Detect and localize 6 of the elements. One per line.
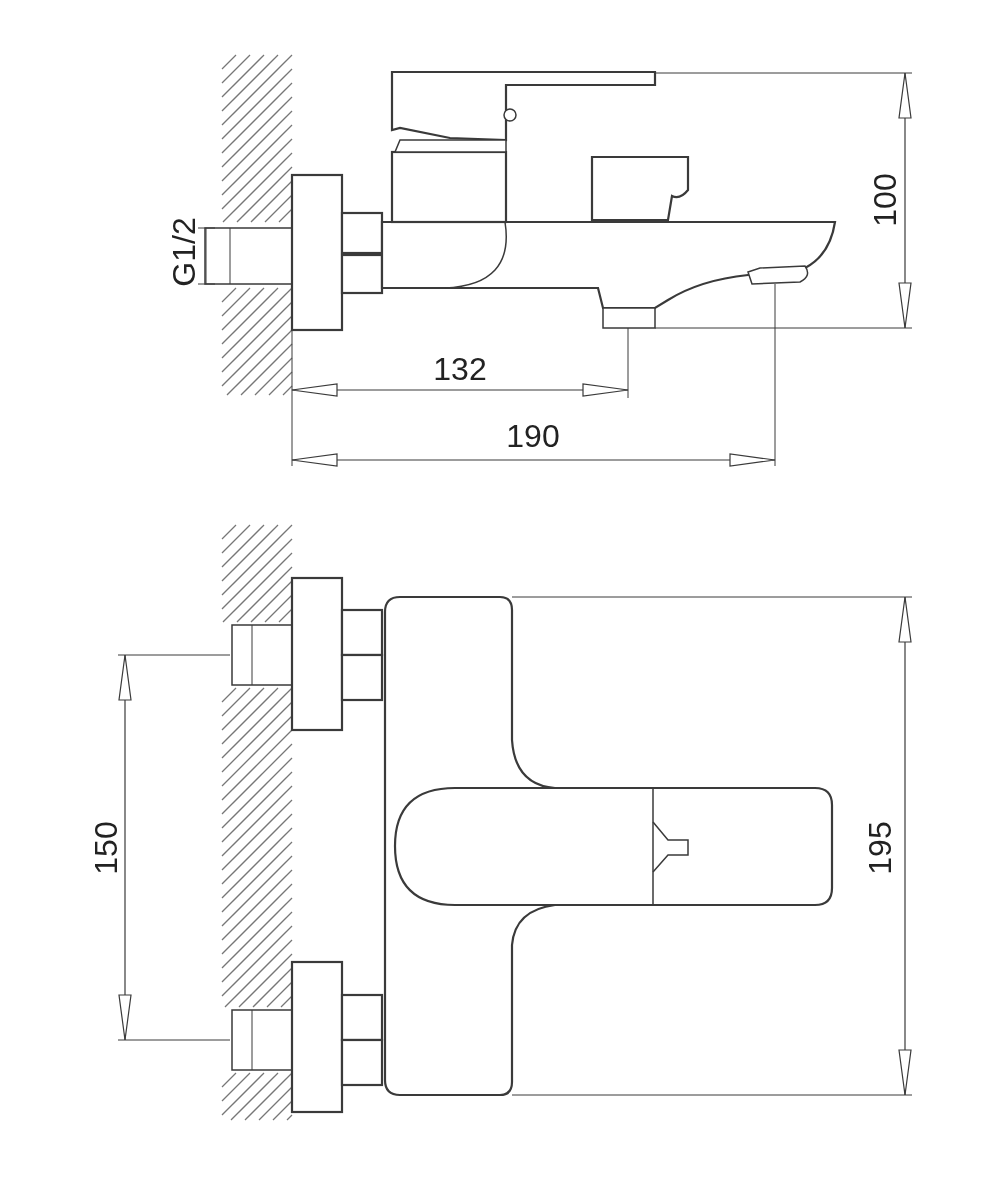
dimension-label: 190 — [506, 420, 560, 452]
dimension-label: 195 — [864, 821, 896, 875]
dimension-label: 132 — [433, 353, 487, 385]
dimension-label: 100 — [869, 173, 901, 227]
dimension-label: G1/2 — [168, 217, 200, 287]
dimension-label: 150 — [90, 821, 122, 875]
